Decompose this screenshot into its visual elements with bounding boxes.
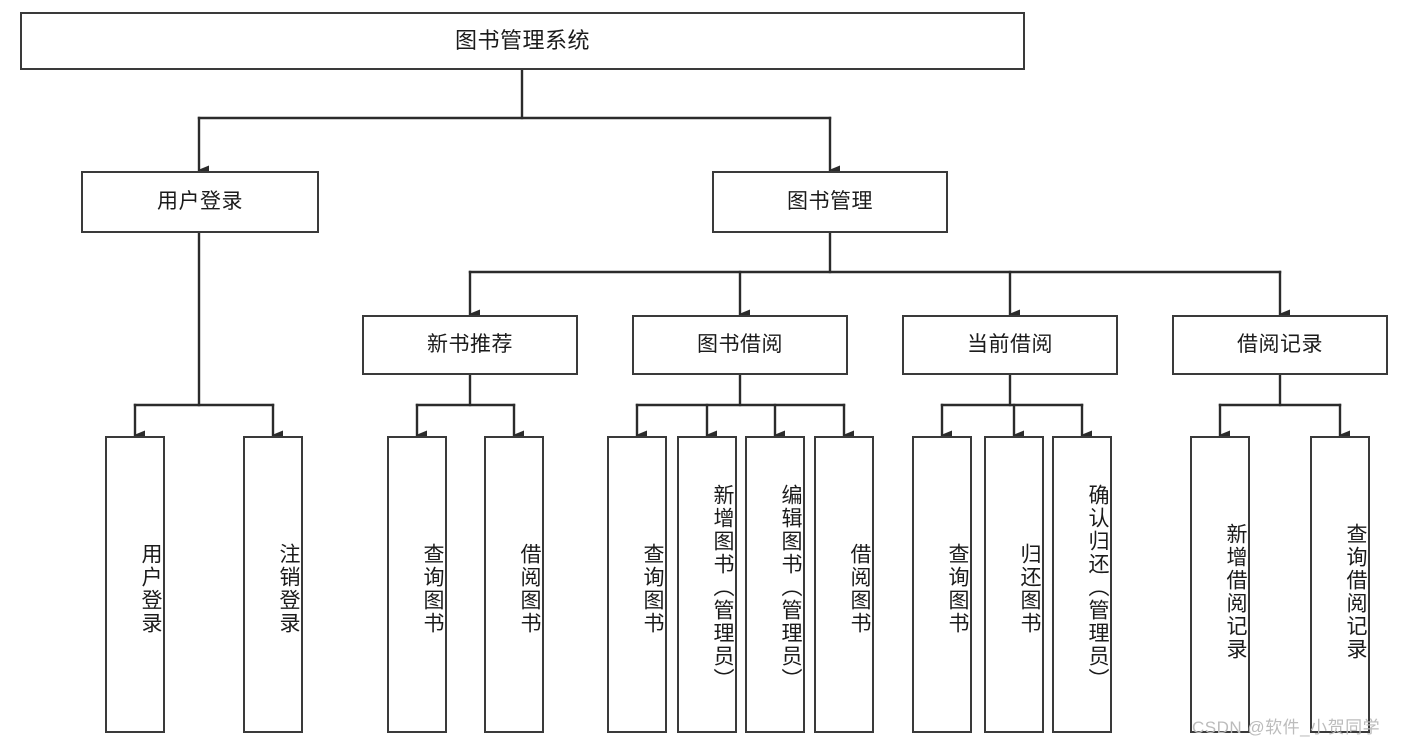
leaf-logout-login[interactable]: 注销登录 xyxy=(243,436,303,733)
node-user-login[interactable]: 用户登录 xyxy=(81,171,319,233)
node-borrow-record[interactable]: 借阅记录 xyxy=(1172,315,1388,375)
tree-edges xyxy=(133,68,1350,440)
node-new-book-recommend[interactable]: 新书推荐 xyxy=(362,315,578,375)
node-current-borrow[interactable]: 当前借阅 xyxy=(902,315,1118,375)
node-book-manage[interactable]: 图书管理 xyxy=(712,171,948,233)
node-book-borrow[interactable]: 图书借阅 xyxy=(632,315,848,375)
leaf-borrow-book[interactable]: 借阅图书 xyxy=(814,436,874,733)
leaf-add-book-admin[interactable]: 新增图书（管理员） xyxy=(677,436,737,733)
leaf-return-book[interactable]: 归还图书 xyxy=(984,436,1044,733)
csdn-watermark: CSDN @软件_小贺同学 xyxy=(1192,718,1381,737)
leaf-confirm-return-admin[interactable]: 确认归还（管理员） xyxy=(1052,436,1112,733)
node-root-system[interactable]: 图书管理系统 xyxy=(20,12,1025,70)
leaf-query-book-borrow[interactable]: 查询图书 xyxy=(607,436,667,733)
leaf-borrow-book-recommend[interactable]: 借阅图书 xyxy=(484,436,544,733)
leaf-query-borrow-record[interactable]: 查询借阅记录 xyxy=(1310,436,1370,733)
leaf-edit-book-admin[interactable]: 编辑图书（管理员） xyxy=(745,436,805,733)
leaf-query-book-recommend[interactable]: 查询图书 xyxy=(387,436,447,733)
leaf-add-borrow-record[interactable]: 新增借阅记录 xyxy=(1190,436,1250,733)
leaf-user-login[interactable]: 用户登录 xyxy=(105,436,165,733)
leaf-query-book-current[interactable]: 查询图书 xyxy=(912,436,972,733)
